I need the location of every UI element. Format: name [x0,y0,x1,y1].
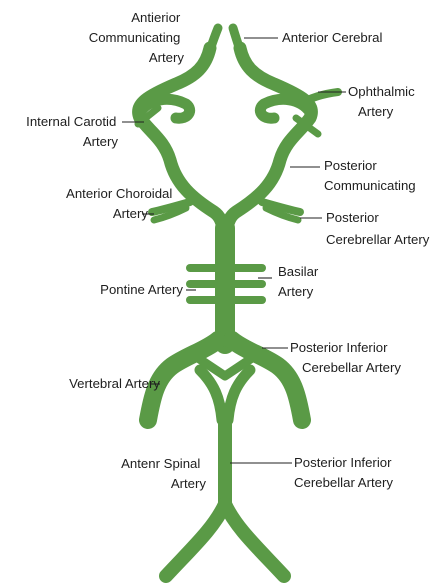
label-posterior-inferior-cerebellar-2: Posterior Inferior Cerebellar Artery [294,455,395,490]
label-anterior-cerebral: Anterior Cerebral [282,30,382,45]
label-posterior-inferior-cerebellar-1: Posterior Inferior Cerebellar Artery [290,340,401,375]
label-anterior-spinal: Antenr Spinal Artery [121,456,206,491]
label-posterior-cerebrellar: Posterior Cerebrellar Artery [326,210,430,247]
vessel-network [138,28,338,576]
label-posterior-communicating: Posterior Communicating [324,158,416,193]
label-vertebral: Vertebral Artery [69,376,160,391]
label-pontine: Pontine Artery [100,282,183,297]
spinal-fork-left [166,504,225,576]
spinal-fork-right [225,504,284,576]
label-anterior-communicating: Antierior Communicating Artery [89,10,185,65]
label-ophthalmic: Ophthalmic Artery [348,84,418,119]
label-internal-carotid: Internal Carotid Artery [26,114,120,149]
label-basilar: Basilar Artery [278,264,322,299]
